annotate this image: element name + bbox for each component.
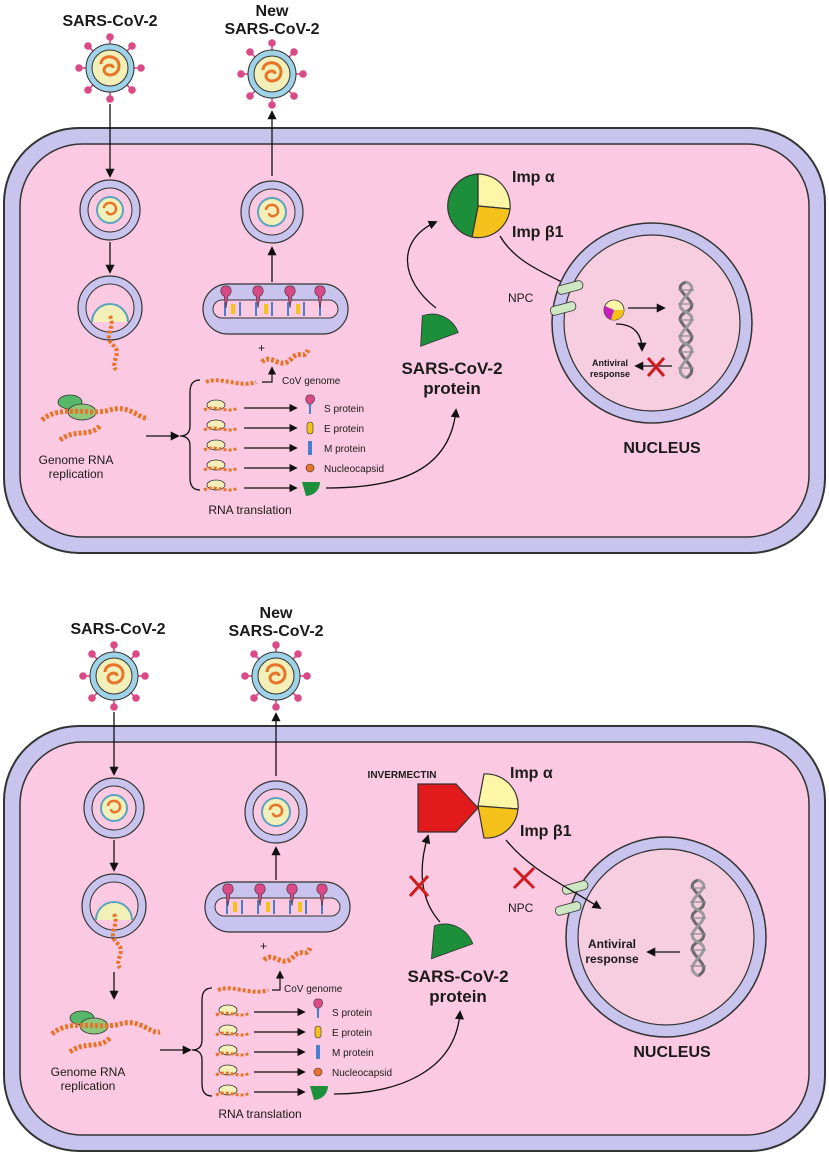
ribosome-rna-icon — [50, 1010, 161, 1055]
label-npc: NPC — [508, 901, 534, 915]
importin-small-icon — [603, 299, 625, 321]
label-protein-e: E protein — [332, 1028, 372, 1039]
importin-icon — [447, 173, 511, 239]
plus-sign: + — [258, 341, 265, 355]
translation-rows — [215, 986, 269, 1097]
nucleus — [563, 234, 741, 412]
label-imp-beta: Imp β1 — [512, 224, 564, 241]
ribosome-rna-icon — [40, 394, 149, 443]
viral-protein-icon — [430, 923, 474, 960]
label-imp-alpha: Imp α — [510, 765, 553, 782]
label-cov-genome: CoV genome — [282, 376, 341, 387]
label-antiviral-line2: response — [585, 952, 639, 966]
s-protein-icon — [313, 998, 323, 1019]
cytoplasm — [19, 741, 810, 1136]
panel-ivermectin: SARS-CoV-2 — [3, 605, 826, 1152]
virus-icon — [237, 39, 307, 109]
label-viral-protein-line2: protein — [423, 379, 481, 398]
nucleocapsid-icon — [313, 1067, 323, 1077]
dna-helix-icon — [690, 878, 706, 978]
virus-icon — [75, 33, 145, 103]
e-protein-icon — [314, 1025, 322, 1039]
label-imp-alpha: Imp α — [512, 169, 555, 186]
label-protein-e: E protein — [324, 424, 364, 435]
m-protein-icon — [308, 441, 312, 455]
plus-sign: + — [260, 939, 267, 953]
label-genome-rna-line2: replication — [61, 1079, 116, 1093]
viral-protein-small-icon — [302, 482, 320, 496]
npc-icon — [554, 880, 589, 916]
label-virus-in: SARS-CoV-2 — [62, 13, 157, 30]
block-x-icon — [408, 874, 430, 898]
label-protein-m: M protein — [324, 444, 366, 455]
label-drug: INVERMECTIN — [368, 770, 437, 781]
viral-protein-icon — [420, 313, 459, 347]
label-antiviral-line1: Antiviral — [588, 937, 636, 951]
er-membrane-icon — [202, 283, 349, 335]
panel-normal: SARS-CoV-2 — [3, 3, 826, 554]
s-protein-icon — [305, 394, 315, 415]
dna-helix-icon — [678, 280, 694, 380]
label-virus-out-line1: New — [256, 3, 289, 20]
label-protein-n: Nucleocapsid — [332, 1068, 392, 1079]
label-antiviral-line1: Antiviral — [592, 358, 628, 368]
m-protein-icon — [316, 1045, 320, 1059]
endosome-icon — [77, 275, 143, 372]
endosome-icon — [81, 873, 147, 970]
label-viral-protein-line1: SARS-CoV-2 — [401, 359, 502, 378]
block-x-icon — [512, 866, 536, 890]
label-nucleus: NUCLEUS — [633, 1044, 711, 1061]
label-virus-in: SARS-CoV-2 — [70, 621, 165, 638]
endosome-icon — [240, 180, 304, 244]
label-virus-out-line2: SARS-CoV-2 — [228, 623, 323, 640]
er-membrane-icon — [204, 881, 351, 933]
label-imp-beta: Imp β1 — [520, 823, 572, 840]
ivermectin-icon — [417, 783, 479, 833]
endosome-icon — [79, 179, 141, 241]
label-rna-translation: RNA translation — [208, 503, 291, 517]
label-nucleus: NUCLEUS — [623, 440, 701, 457]
label-virus-out-line1: New — [260, 605, 293, 622]
label-antiviral-line2: response — [590, 369, 630, 379]
label-genome-rna-line1: Genome RNA — [51, 1065, 126, 1079]
label-protein-s: S protein — [332, 1008, 372, 1019]
label-cov-genome: CoV genome — [284, 984, 343, 995]
e-protein-icon — [306, 421, 314, 435]
nucleus — [577, 848, 755, 1026]
label-genome-rna-line2: replication — [49, 467, 104, 481]
endosome-icon — [244, 780, 308, 844]
label-protein-m: M protein — [332, 1048, 374, 1059]
label-npc: NPC — [508, 291, 534, 305]
translation-rows — [203, 378, 257, 492]
nucleocapsid-icon — [305, 463, 315, 473]
importin-icon — [477, 773, 519, 839]
label-protein-s: S protein — [324, 404, 364, 415]
npc-icon — [549, 280, 584, 316]
endosome-icon — [83, 777, 145, 839]
label-viral-protein-line1: SARS-CoV-2 — [407, 967, 508, 986]
label-rna-translation: RNA translation — [218, 1107, 301, 1121]
block-x-icon — [646, 357, 666, 377]
label-viral-protein-line2: protein — [429, 987, 487, 1006]
label-genome-rna-line1: Genome RNA — [39, 453, 114, 467]
label-protein-n: Nucleocapsid — [324, 464, 384, 475]
viral-protein-small-icon — [310, 1086, 328, 1100]
virus-icon — [79, 641, 149, 711]
label-virus-out-line2: SARS-CoV-2 — [224, 21, 319, 38]
virus-icon — [241, 641, 311, 711]
